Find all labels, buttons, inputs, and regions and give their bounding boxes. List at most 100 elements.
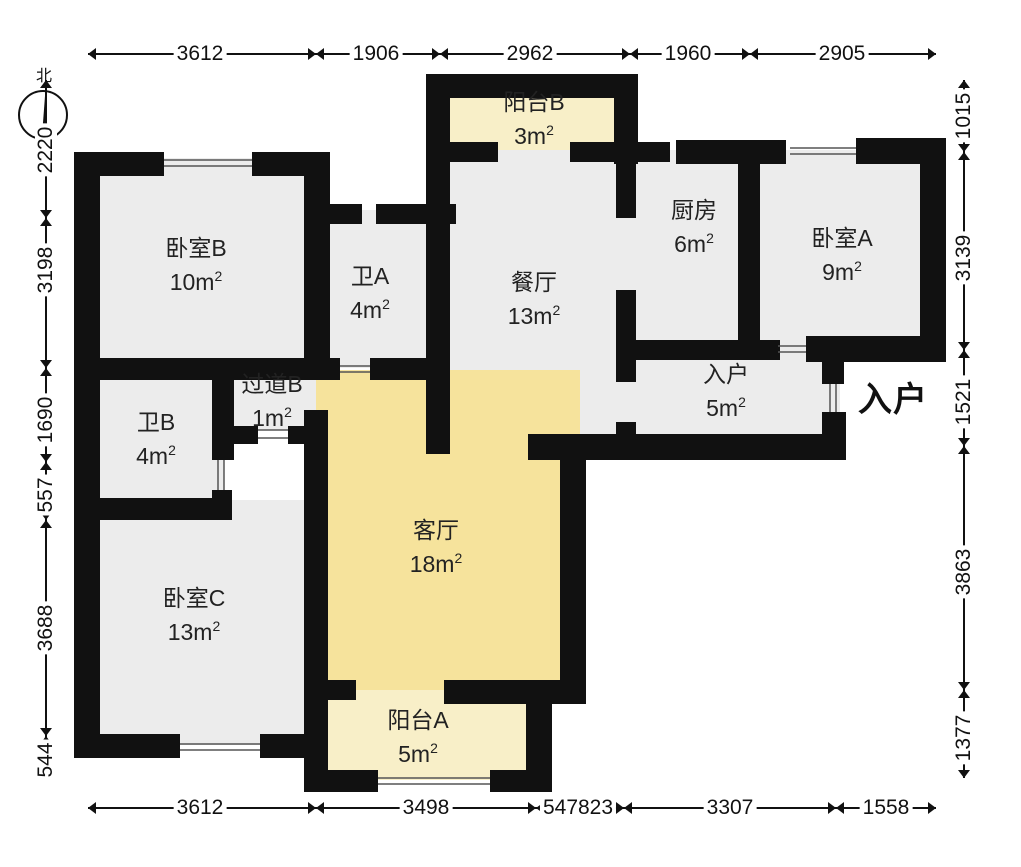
dimension-arrow — [40, 210, 52, 218]
dimension-arrow — [308, 802, 316, 814]
room-name: 过道B — [241, 371, 303, 397]
room-name: 卧室B — [165, 235, 227, 261]
wall — [304, 152, 330, 372]
room-bedroom-a: 卧室A 9m2 — [811, 224, 872, 286]
dimension-left-3: 1690 — [34, 393, 57, 447]
dimension-top-2: 1906 — [349, 43, 403, 65]
room-name: 阳台B — [503, 89, 565, 115]
wall — [74, 498, 232, 520]
dimension-arrow — [88, 802, 96, 814]
dimension-arrow — [958, 682, 970, 690]
wall — [212, 370, 234, 460]
room-area: 10m2 — [169, 268, 223, 295]
wall — [822, 336, 844, 384]
floor-bedroom-c — [88, 500, 316, 745]
dimension-arrow — [958, 80, 970, 88]
wall — [426, 142, 498, 162]
wall — [288, 426, 310, 444]
dimension-arrow — [40, 520, 52, 528]
dimension-arrow — [958, 342, 970, 350]
room-name: 卧室C — [162, 585, 226, 611]
dimension-arrow — [742, 48, 750, 60]
compass-needle — [42, 96, 48, 136]
room-bath-a: 卫A 4m2 — [350, 262, 390, 324]
dimension-arrow — [308, 48, 316, 60]
dimension-arrow — [40, 218, 52, 226]
dimension-arrow — [958, 690, 970, 698]
room-balcony-b: 阳台B 3m2 — [503, 88, 564, 150]
wall — [74, 152, 100, 756]
dimension-left-6: 544 — [34, 739, 57, 781]
dimension-arrow — [528, 802, 536, 814]
wall — [304, 204, 362, 224]
wall — [304, 770, 378, 792]
room-area: 1m2 — [252, 404, 292, 431]
dimension-arrow — [316, 802, 324, 814]
dimension-right-3: 1521 — [952, 375, 975, 429]
room-area: 3m2 — [514, 122, 554, 149]
room-name: 厨房 — [671, 197, 717, 223]
room-name: 卧室A — [811, 225, 873, 251]
dimension-left-2: 3198 — [34, 243, 57, 297]
room-balcony-a: 阳台A 5m2 — [387, 706, 448, 768]
wall — [74, 152, 164, 176]
dimension-top-3: 2962 — [503, 43, 557, 65]
wall — [738, 150, 760, 358]
dimension-arrow — [630, 48, 638, 60]
room-name: 阳台A — [387, 707, 449, 733]
wall — [526, 690, 552, 792]
room-bath-b: 卫B 4m2 — [136, 408, 176, 470]
floor-balcony-a — [316, 690, 546, 780]
dimension-right-4: 3863 — [952, 545, 975, 599]
dimension-arrow — [836, 802, 844, 814]
compass-north-label: 北 — [36, 68, 53, 85]
dimension-arrow — [928, 48, 936, 60]
dimension-arrow — [750, 48, 758, 60]
room-area: 5m2 — [398, 740, 438, 767]
room-name: 卫B — [136, 409, 176, 435]
room-dining: 餐厅 13m2 — [508, 268, 561, 330]
dimension-arrow — [40, 462, 52, 470]
dimension-bottom-4: 3307 — [703, 797, 757, 819]
dimension-arrow — [928, 802, 936, 814]
dimension-arrow — [88, 48, 96, 60]
dimension-right-5: 1377 — [952, 711, 975, 765]
dimension-arrow — [40, 454, 52, 462]
wall — [616, 142, 636, 218]
wall — [560, 434, 586, 704]
dimension-arrow — [958, 438, 970, 446]
floor-entrance — [630, 350, 840, 445]
room-area: 18m2 — [409, 550, 463, 577]
room-living: 客厅 18m2 — [410, 516, 463, 578]
wall — [260, 734, 328, 758]
room-kitchen: 厨房 6m2 — [671, 196, 717, 258]
wall — [920, 138, 946, 362]
room-name: 入户 — [703, 361, 749, 387]
dimension-arrow — [958, 446, 970, 454]
room-entrance: 入户 5m2 — [703, 360, 749, 422]
room-name: 客厅 — [412, 517, 459, 543]
wall — [304, 680, 356, 700]
room-name: 餐厅 — [510, 269, 557, 295]
wall — [304, 410, 328, 682]
room-corridor-b: 过道B 1m2 — [241, 370, 302, 432]
room-area: 5m2 — [706, 394, 746, 421]
dimension-arrow — [616, 802, 624, 814]
room-area: 9m2 — [822, 258, 862, 285]
dimension-arrow — [40, 80, 52, 88]
dimension-left-1: 2220 — [34, 123, 57, 177]
wall — [616, 290, 636, 382]
dimension-right-2: 3139 — [952, 231, 975, 285]
dimension-arrow — [622, 48, 630, 60]
dimension-right-1: 1015 — [952, 89, 975, 143]
wall — [370, 358, 450, 380]
dimension-arrow — [40, 728, 52, 736]
wall — [212, 426, 258, 444]
wall — [74, 358, 340, 380]
room-area: 13m2 — [167, 618, 221, 645]
dimension-arrow — [828, 802, 836, 814]
room-bedroom-b: 卧室B 10m2 — [165, 234, 226, 296]
dimension-arrow — [40, 360, 52, 368]
room-area: 13m2 — [507, 302, 561, 329]
